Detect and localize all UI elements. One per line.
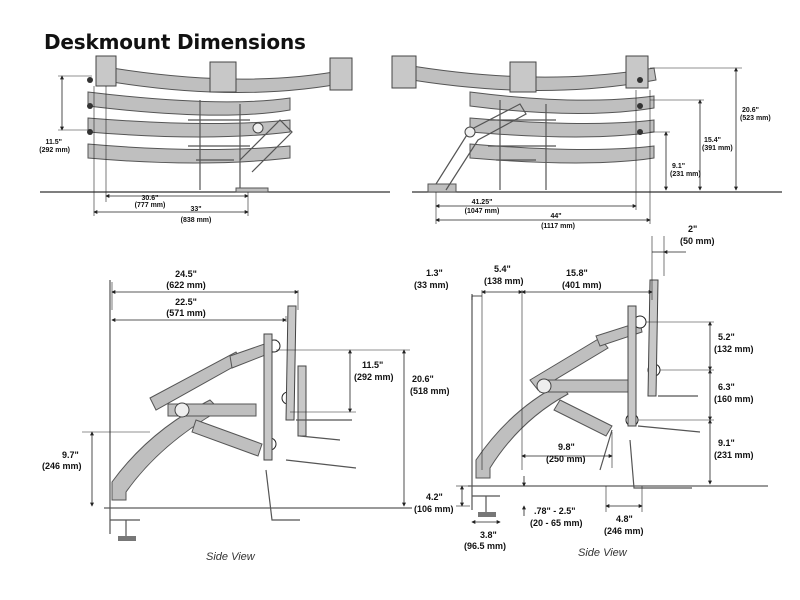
bottom-left-side-view: 24.5" (622 mm) 22.5" (571 mm) 11.5" (292… <box>42 269 450 563</box>
br-k-in: .78" - 2.5" <box>534 506 576 516</box>
tl-height-mm: (292 mm) <box>39 147 70 154</box>
bl-h2-in: 20.6" <box>412 374 434 384</box>
bl-h3-mm: (246 mm) <box>42 461 82 471</box>
br-a-mm: (33 mm) <box>414 280 449 290</box>
br-f-mm: (160 mm) <box>714 394 754 404</box>
br-h-in: 9.8" <box>558 442 575 452</box>
br-d-mm: (50 mm) <box>680 236 715 246</box>
br-b-mm: (138 mm) <box>484 276 524 286</box>
tr-d1-mm: (1047 mm) <box>465 208 500 215</box>
tl-height-in: 11.5" <box>45 139 62 146</box>
br-d-in: 2" <box>688 224 697 234</box>
tr-h3-mm: (231 mm) <box>670 171 701 178</box>
tr-h3-in: 9.1" <box>672 163 685 170</box>
br-k-mm: (20 - 65 mm) <box>530 518 583 528</box>
top-right-front-view: 20.6" (523 mm) 15.4" (391 mm) 9.1" (231 … <box>391 55 782 230</box>
bl-h1-mm: (292 mm) <box>354 372 394 382</box>
br-caption: Side View <box>578 547 628 559</box>
tl-depth1-in: 30.6" <box>142 195 159 202</box>
tr-d2-in: 44" <box>550 213 561 220</box>
tl-depth2-in: 33" <box>190 206 201 213</box>
br-j-in: 3.8" <box>480 530 497 540</box>
bl-h3-in: 9.7" <box>62 450 79 460</box>
tl-depth1-mm: (777 mm) <box>135 202 166 209</box>
br-a-in: 1.3" <box>426 268 443 278</box>
br-c-in: 15.8" <box>566 268 588 278</box>
tr-d2-mm: (1117 mm) <box>541 223 575 230</box>
bl-h1-in: 11.5" <box>362 360 383 370</box>
br-i-mm: (106 mm) <box>414 504 454 514</box>
bl-w1-mm: (622 mm) <box>166 280 206 290</box>
br-j-mm: (96.5 mm) <box>464 541 506 551</box>
bl-w2-mm: (571 mm) <box>166 308 206 318</box>
bl-w2-in: 22.5" <box>175 297 197 307</box>
bottom-right-side-view: 1.3" (33 mm) 5.4" (138 mm) 15.8" (401 mm… <box>414 224 768 559</box>
tr-h2-in: 15.4" <box>704 137 721 144</box>
br-b-in: 5.4" <box>494 264 511 274</box>
bl-w1-in: 24.5" <box>175 269 197 279</box>
tr-h1-mm: (523 mm) <box>740 115 771 122</box>
br-e-mm: (132 mm) <box>714 344 754 354</box>
br-c-mm: (401 mm) <box>562 280 602 290</box>
br-i-in: 4.2" <box>426 492 443 502</box>
tr-h2-mm: (391 mm) <box>702 145 733 152</box>
page-title: Deskmount Dimensions <box>44 30 306 54</box>
top-left-front-view: 11.5" (292 mm) 30.6" (777 mm) 33" (838 m… <box>39 55 390 224</box>
br-h-mm: (250 mm) <box>546 454 586 464</box>
br-f-in: 6.3" <box>718 382 735 392</box>
tr-h1-in: 20.6" <box>742 107 759 114</box>
tl-depth2-mm: (838 mm) <box>181 217 212 224</box>
tr-d1-in: 41.25" <box>472 199 493 206</box>
br-g-in: 9.1" <box>718 438 735 448</box>
br-l-mm: (246 mm) <box>604 526 644 536</box>
br-g-mm: (231 mm) <box>714 450 754 460</box>
bl-caption: Side View <box>206 551 256 563</box>
br-e-in: 5.2" <box>718 332 735 342</box>
br-l-in: 4.8" <box>616 514 633 524</box>
bl-h2-mm: (518 mm) <box>410 386 450 396</box>
